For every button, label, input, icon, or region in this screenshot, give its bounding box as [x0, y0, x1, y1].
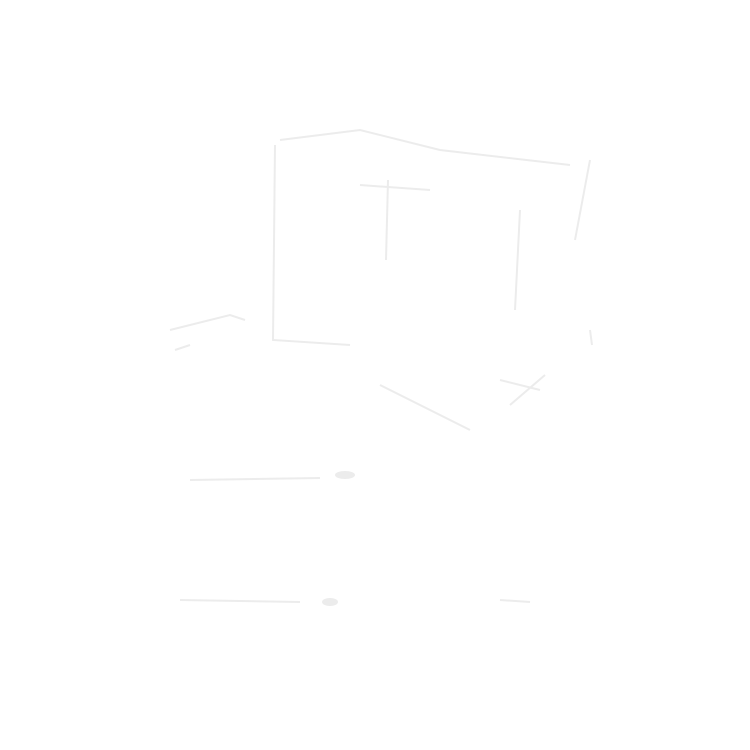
faded-line-right	[499, 329, 593, 603]
faded-panel-top	[279, 128, 571, 166]
faded-panel-right	[514, 159, 591, 311]
faded-curve-lower	[379, 374, 546, 431]
faded-dot	[335, 471, 355, 479]
faded-panel-left	[271, 144, 351, 346]
faded-line-bottom	[179, 477, 321, 603]
faded-curve-left	[169, 313, 246, 351]
faded-inner-frame	[359, 179, 431, 261]
faded-dot	[322, 598, 338, 606]
